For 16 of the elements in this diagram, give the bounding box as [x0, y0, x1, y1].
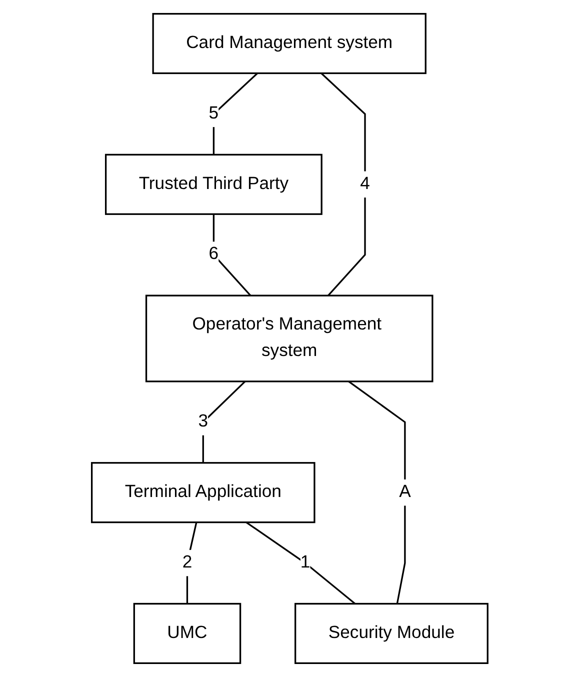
edge-label: 4: [360, 174, 370, 194]
node-box: UMC: [133, 602, 241, 664]
node-box: Security Module: [294, 602, 488, 664]
connector: [246, 522, 356, 604]
connector: [348, 380, 406, 604]
node-box: Terminal Application: [90, 462, 316, 524]
node-box: Operator's Management system: [145, 294, 434, 382]
edge-label: 6: [208, 244, 218, 264]
edge-label: 2: [182, 553, 192, 572]
connector: [320, 72, 366, 296]
edge-label: 1: [300, 553, 310, 572]
node-box: Card Management system: [152, 12, 426, 74]
edge-label: 3: [198, 412, 208, 431]
edge-label: A: [398, 482, 411, 502]
edge-label: 5: [208, 104, 218, 123]
node-box: Trusted Third Party: [104, 154, 322, 215]
